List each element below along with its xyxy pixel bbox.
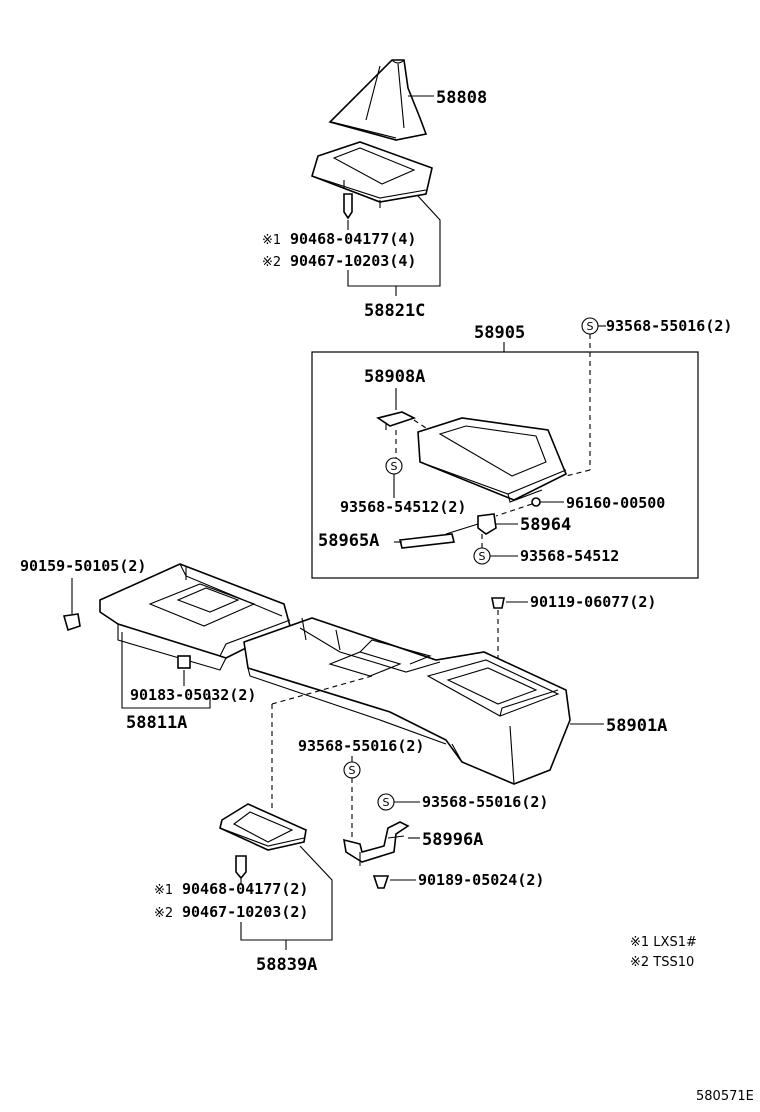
mark-1-lower: ※1 [154, 883, 173, 898]
screw-90189 [372, 875, 390, 889]
clip-90468 [343, 193, 353, 220]
s-symbol-lid-text: S [391, 460, 398, 473]
label-90189-05024-2: 90189-05024(2) [418, 871, 544, 889]
label-93568-55016-top: 93568-55016(2) [606, 317, 732, 335]
label-90183-05032-2: 90183-05032(2) [130, 686, 256, 704]
label-90468-04177-2: 90468-04177(2) [182, 880, 308, 898]
note-tss10: ※2 TSS10 [630, 955, 694, 970]
label-58821c: 58821C [364, 301, 425, 321]
label-58965a: 58965A [318, 531, 379, 551]
mark-1-upper: ※1 [262, 233, 281, 248]
bracket-58996a [343, 821, 410, 866]
s-symbol-lock-text: S [479, 550, 486, 563]
screw-90119 [491, 597, 505, 609]
label-58901a: 58901A [606, 716, 667, 736]
label-93568-54512-2: 93568-54512(2) [340, 498, 466, 516]
clip-90183 [177, 655, 191, 669]
s-symbol-low-text: S [383, 796, 390, 809]
label-58839a: 58839A [256, 955, 317, 975]
screw-90159 [62, 613, 81, 632]
label-90467-10203-4: 90467-10203(4) [290, 252, 416, 270]
s-symbol-top-text: S [587, 320, 594, 333]
main-console-58901a [243, 617, 571, 785]
label-58905: 58905 [474, 323, 525, 343]
note-lxs1: ※1 LXS1# [630, 935, 697, 950]
label-90468-04177-4: 90468-04177(4) [290, 230, 416, 248]
label-58908a: 58908A [364, 367, 425, 387]
label-58964: 58964 [520, 515, 571, 535]
label-90159-50105-2: 90159-50105(2) [20, 557, 146, 575]
mark-2-lower: ※2 [154, 906, 173, 921]
assembly-frame-58905 [311, 351, 699, 579]
label-58808: 58808 [436, 88, 487, 108]
lock-58964 [477, 513, 497, 535]
bezel-58839a [219, 803, 307, 851]
rear-console-58811a [99, 563, 291, 671]
diagram-code: 580571E [696, 1089, 754, 1104]
nut-96160 [531, 497, 541, 507]
s-symbol-mid-text: S [349, 764, 356, 777]
label-96160-00500: 96160-00500 [566, 494, 665, 512]
label-90119-06077-2: 90119-06077(2) [530, 593, 656, 611]
label-58811a: 58811A [126, 713, 187, 733]
label-93568-55016-low: 93568-55016(2) [422, 793, 548, 811]
label-90467-10203-2: 90467-10203(2) [182, 903, 308, 921]
mark-2-upper: ※2 [262, 255, 281, 270]
rod-58965a [399, 523, 479, 549]
shift-boot-58808 [328, 59, 428, 141]
hinge-58908a [376, 411, 417, 430]
label-93568-54512: 93568-54512 [520, 547, 619, 565]
bezel-58821c [311, 141, 433, 208]
clip-90468-lower [235, 855, 247, 880]
label-93568-55016-mid: 93568-55016(2) [298, 737, 424, 755]
console-lid-58905 [417, 417, 568, 503]
label-58996a: 58996A [422, 830, 483, 850]
